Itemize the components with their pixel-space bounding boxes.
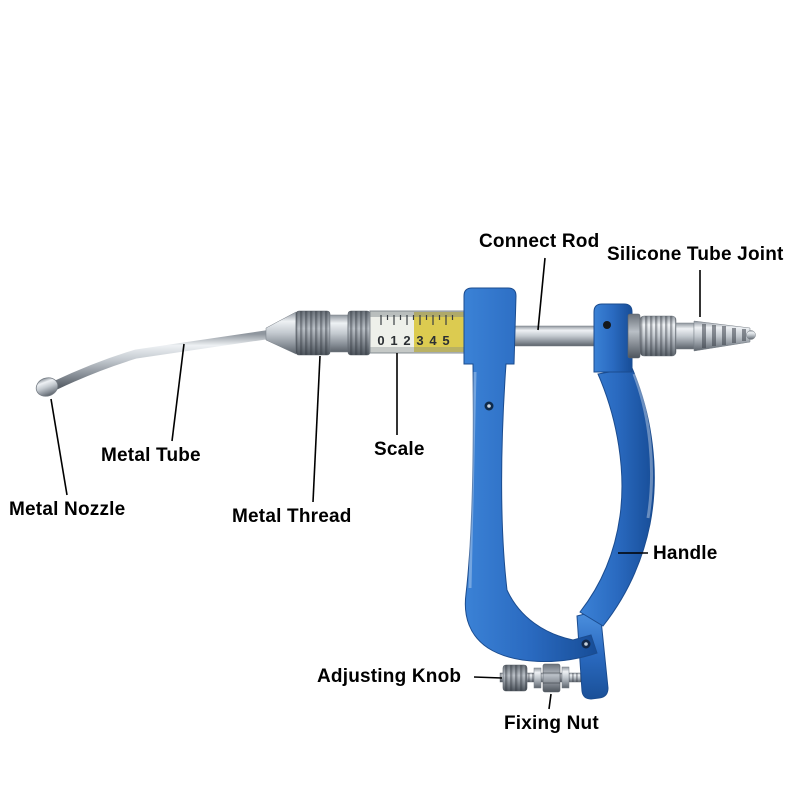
label-scale: Scale [374, 439, 425, 460]
scale-number-2: 2 [403, 333, 410, 348]
leader-metal-nozzle [50, 398, 68, 496]
scale-number-5: 5 [442, 333, 449, 348]
leader-connect-rod [537, 257, 546, 331]
clamp-screw [603, 321, 611, 329]
scale-highlight-band [414, 312, 468, 352]
label-adjusting-knob: Adjusting Knob [317, 666, 462, 687]
leader-metal-thread [312, 355, 321, 503]
scale-barrel: 0 1 2 3 4 5 [369, 310, 471, 354]
frame-shape [463, 287, 598, 663]
leader-lines [50, 257, 701, 710]
silicone-tube-joint-shape [627, 313, 756, 359]
fixing-nut-shape [542, 663, 561, 693]
label-silicone-tube-joint: Silicone Tube Joint [607, 244, 784, 265]
adjusting-mechanism [499, 663, 597, 693]
scale-number-1: 1 [390, 333, 397, 348]
leader-metal-tube [171, 343, 185, 442]
metal-thread-shape [295, 310, 371, 356]
label-connect-rod: Connect Rod [479, 231, 600, 252]
handle-clamp-shape [593, 303, 633, 373]
scale-number-4: 4 [429, 333, 437, 348]
metal-nozzle-shape [35, 377, 59, 397]
scale-numbers: 0 1 2 3 4 5 [377, 333, 449, 348]
scale-number-0: 0 [377, 333, 384, 348]
metal-tube-shape [49, 329, 277, 391]
screw-dots [484, 321, 611, 649]
label-metal-tube: Metal Tube [101, 445, 201, 466]
scale-number-3: 3 [416, 333, 423, 348]
scale-ticks [380, 315, 454, 325]
label-metal-nozzle: Metal Nozzle [9, 499, 126, 520]
label-metal-thread: Metal Thread [232, 506, 352, 527]
frame-highlight [468, 371, 477, 589]
handle-highlight [632, 373, 654, 519]
leader-adjusting-knob [473, 676, 503, 679]
tube-cone-shape [265, 311, 297, 355]
handle-grip-shape [579, 367, 655, 627]
label-fixing-nut: Fixing Nut [504, 713, 599, 734]
label-handle: Handle [653, 543, 718, 564]
leader-fixing-nut [548, 693, 552, 710]
